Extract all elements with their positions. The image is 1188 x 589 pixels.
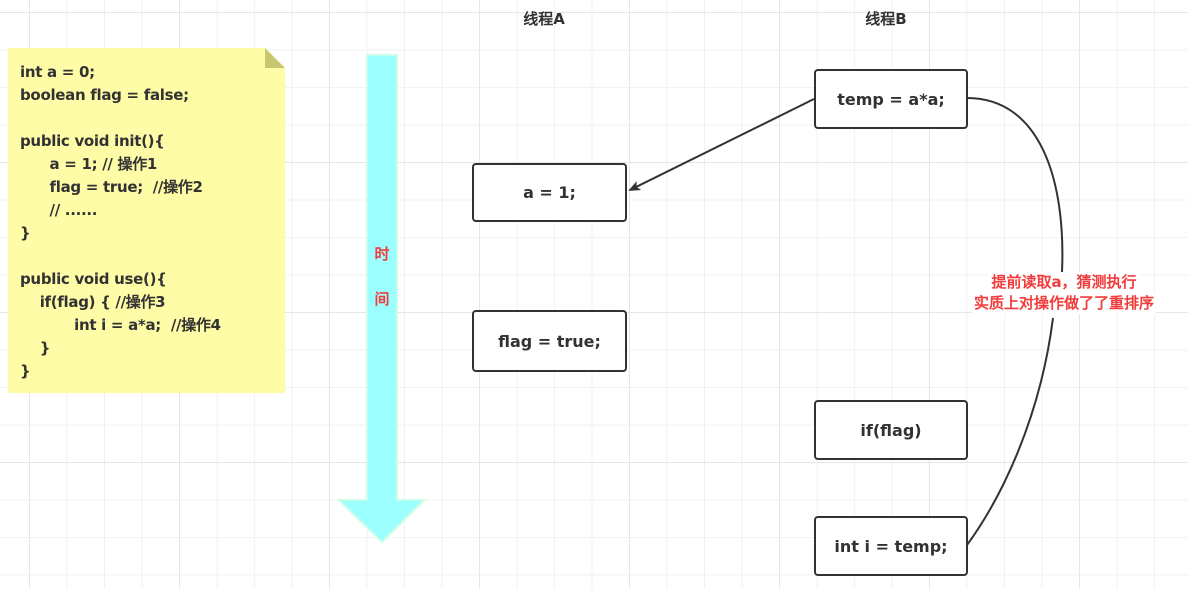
reorder-curve xyxy=(966,97,1064,546)
box-temp-assign-label: temp = a*a; xyxy=(837,89,945,109)
box-int-i-assign[interactable]: int i = temp; xyxy=(814,516,968,576)
thread-a-title: 线程A xyxy=(523,10,565,28)
time-label-char-2: 间 xyxy=(374,290,390,308)
box-flag-assign-label: flag = true; xyxy=(498,331,601,351)
reorder-annotation: 提前读取a，猜测执行 实质上对操作做了了重排序 xyxy=(940,272,1188,314)
time-label-char-1: 时 xyxy=(374,245,390,263)
box-a-assign-label: a = 1; xyxy=(523,183,576,202)
code-note: int a = 0; boolean flag = false; public … xyxy=(8,48,285,393)
box-if-flag-label: if(flag) xyxy=(860,420,922,440)
read-ahead-arrow xyxy=(628,98,815,191)
annotation-line-2: 实质上对操作做了了重排序 xyxy=(971,293,1156,314)
note-fold-corner xyxy=(265,48,285,68)
thread-b-title: 线程B xyxy=(865,10,907,28)
box-if-flag[interactable]: if(flag) xyxy=(814,400,968,460)
box-temp-assign[interactable]: temp = a*a; xyxy=(814,69,968,129)
note-shape xyxy=(8,48,285,393)
box-int-i-assign-label: int i = temp; xyxy=(834,536,948,556)
code-snippet: int a = 0; boolean flag = false; public … xyxy=(20,63,221,380)
box-flag-assign[interactable]: flag = true; xyxy=(472,310,627,372)
annotation-line-1: 提前读取a，猜测执行 xyxy=(989,272,1139,293)
box-a-assign[interactable]: a = 1; xyxy=(472,163,627,222)
